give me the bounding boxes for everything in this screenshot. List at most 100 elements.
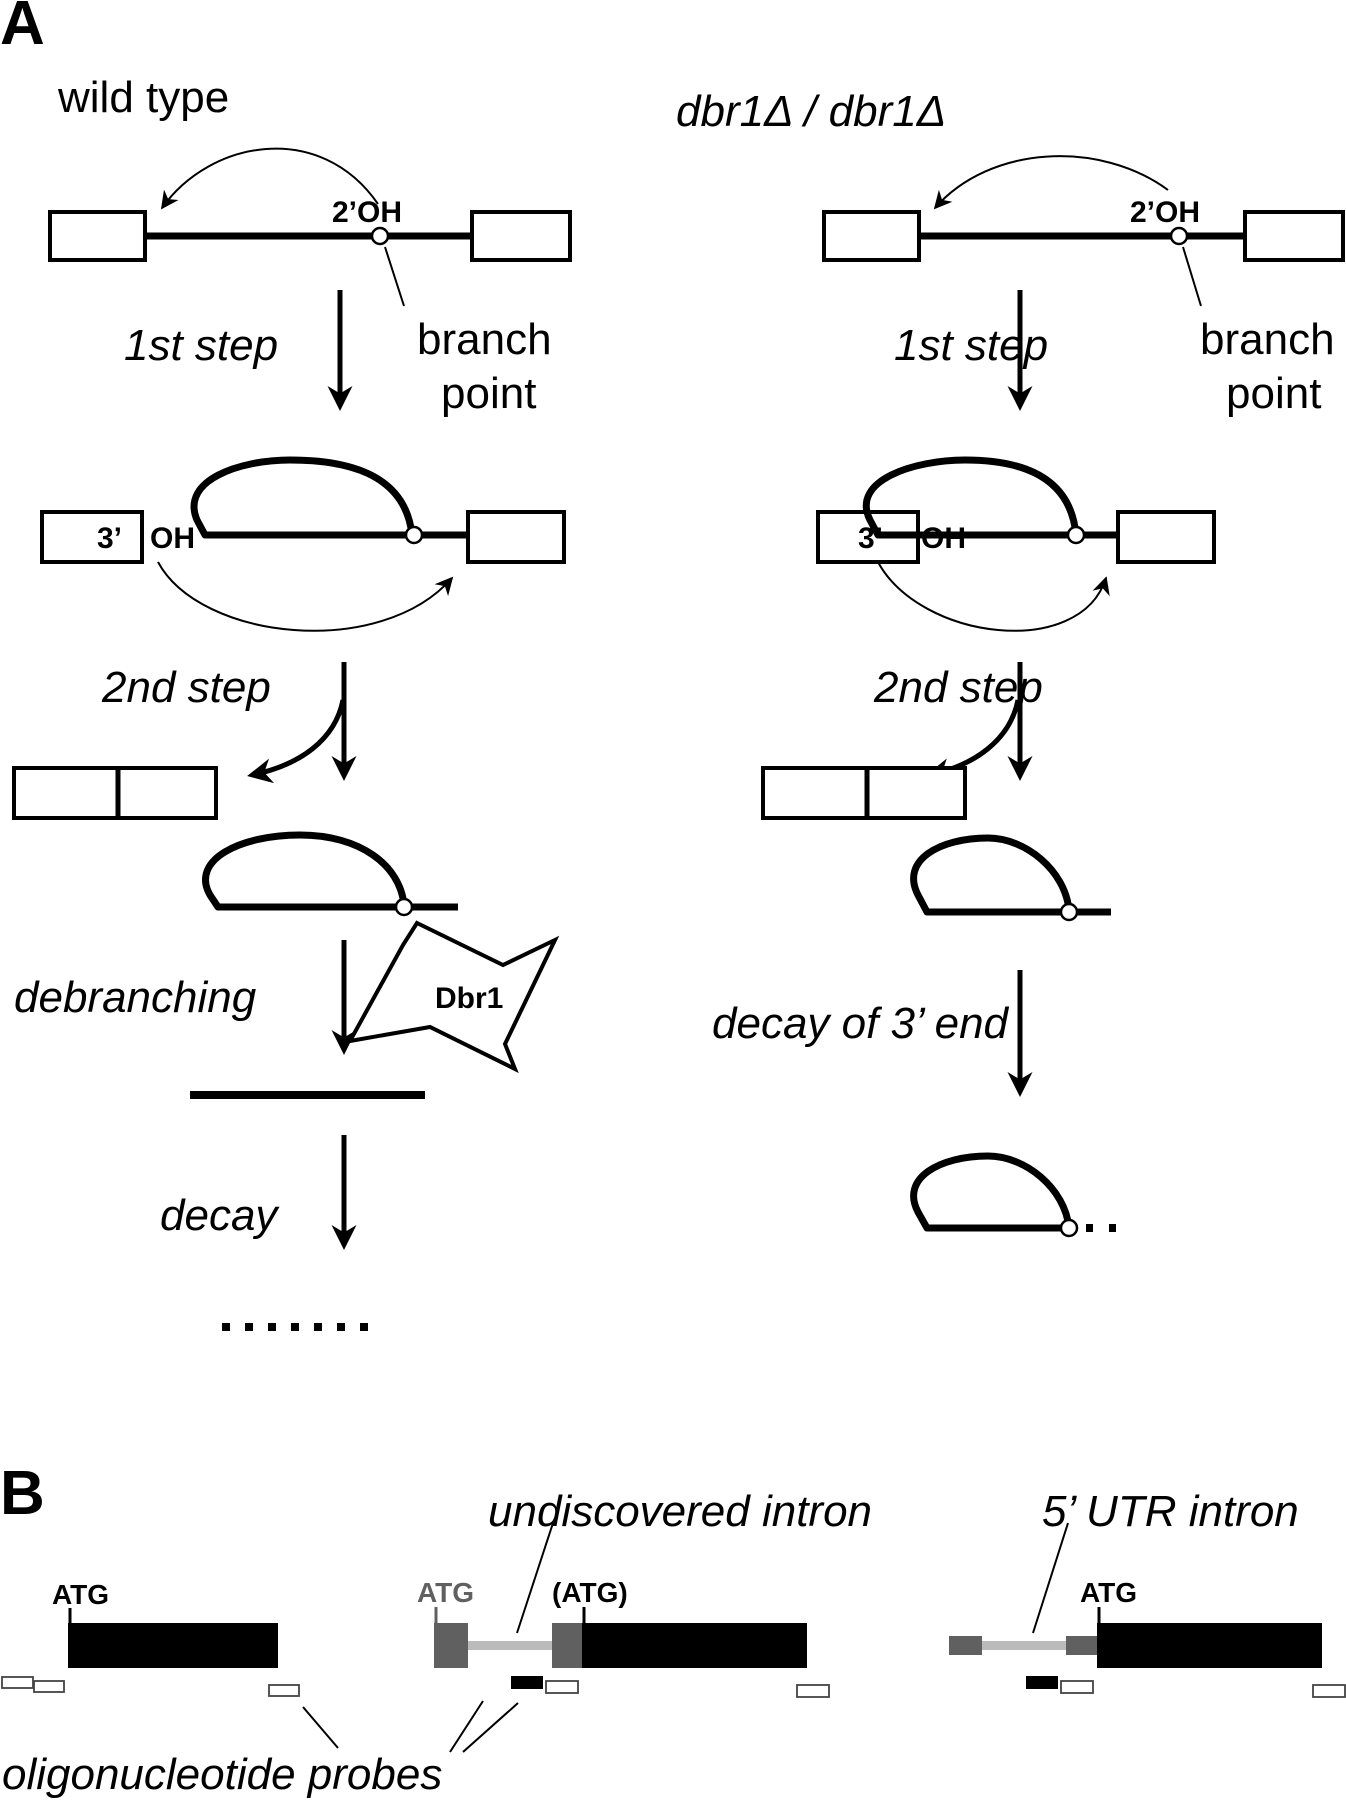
- exon-2: [865, 766, 967, 820]
- probe-open: [545, 1680, 579, 1694]
- mutant-column: dbr1Δ / dbr1Δ 2’OH branch point 1st step…: [676, 87, 1345, 1238]
- exon-2: [1116, 510, 1216, 564]
- gene-1-model: ATG: [1, 1579, 300, 1697]
- exon-2: [466, 510, 566, 564]
- undiscovered-intron-label: undiscovered intron: [488, 1487, 872, 1536]
- probe-open: [1, 1676, 34, 1689]
- branch-point-marker: [1059, 1218, 1079, 1238]
- branch-point-label-1: branch: [1200, 315, 1335, 364]
- utr-exon-1: [949, 1636, 982, 1655]
- branch-point-marker: [394, 897, 414, 917]
- dbr1-enzyme: Dbr1: [346, 920, 560, 1074]
- panel-a-letter: A: [0, 0, 45, 58]
- dbr1-star-icon: [346, 920, 560, 1074]
- intron-line: [468, 1641, 552, 1650]
- label-3prime: 3’: [97, 522, 122, 555]
- branch-point-marker: [404, 525, 424, 545]
- branch-point-marker: [1066, 525, 1086, 545]
- step1-label: 1st step: [124, 321, 278, 370]
- exon-2: [1243, 210, 1345, 262]
- atg-label: ATG: [1080, 1577, 1137, 1608]
- utr-intron-leader: [1032, 1522, 1069, 1634]
- lariat: [190, 456, 468, 539]
- atg-label: ATG: [52, 1579, 109, 1610]
- spliced-mrna-wt: [12, 766, 218, 820]
- step2-branch-arrow-icon: [247, 699, 346, 784]
- attack-arrow-2: [157, 561, 454, 632]
- atg-annotated-label: (ATG): [552, 1577, 628, 1608]
- branch-point-marker: [1169, 226, 1189, 246]
- branch-point-label-2: point: [1226, 369, 1321, 418]
- cds-block: [1097, 1623, 1322, 1668]
- intron-line: [982, 1641, 1066, 1650]
- branch-point-label-1: branch: [417, 315, 552, 364]
- utr-exon-2: [1066, 1636, 1097, 1655]
- lariat: [862, 456, 1120, 539]
- wild-type-column: wild type 2’OH branch point 1st step 3’ …: [12, 73, 572, 1331]
- branch-point-label-2: point: [441, 369, 536, 418]
- wild-type-title: wild type: [57, 73, 229, 122]
- dot: [222, 1323, 230, 1331]
- label-2oh: 2’OH: [332, 196, 402, 229]
- probe-open: [268, 1684, 300, 1697]
- utr-exon-2: [552, 1623, 582, 1668]
- exon-1: [12, 766, 120, 820]
- exon-2: [470, 210, 572, 262]
- utr-intron-label: 5’ UTR intron: [1042, 1487, 1299, 1536]
- lariat-product-wt: [202, 831, 458, 917]
- attack-arrow-1: [160, 147, 379, 210]
- decay-3end-label: decay of 3’ end: [712, 999, 1010, 1048]
- attack-arrow-2: [877, 561, 1110, 632]
- dot: [1109, 1224, 1116, 1232]
- degraded-lariat-mutant: [910, 1152, 1116, 1238]
- utr-exon-1: [434, 1623, 468, 1668]
- mutant-title: dbr1Δ / dbr1Δ: [676, 87, 946, 136]
- exon-1: [48, 210, 147, 262]
- label-oh: OH: [150, 522, 195, 555]
- branch-point-leader: [1182, 246, 1202, 307]
- dot: [291, 1323, 299, 1331]
- lariat: [910, 1152, 1073, 1232]
- step2-label: 2nd step: [101, 663, 271, 712]
- panel-b-letter: B: [0, 1459, 45, 1528]
- attack-arrow-1: [933, 155, 1169, 210]
- dot: [245, 1323, 253, 1331]
- lariat-intermediate-wt: 3’ OH: [40, 456, 566, 632]
- debranching-label: debranching: [14, 973, 257, 1022]
- gene-3-model: 5’ UTR intron ATG: [949, 1487, 1346, 1698]
- spliced-mrna-mutant: [761, 766, 967, 820]
- exon-2: [116, 766, 218, 820]
- dot: [337, 1323, 345, 1331]
- exon-1: [761, 766, 869, 820]
- pre-mrna-wt: 2’OH branch point: [48, 147, 572, 418]
- dot: [360, 1323, 368, 1331]
- decay-dots: [222, 1323, 368, 1331]
- step1-label: 1st step: [894, 321, 1048, 370]
- probe-filled: [511, 1676, 543, 1689]
- probe-leader: [462, 1702, 519, 1753]
- probe-leader: [302, 1706, 339, 1749]
- branch-point-leader: [384, 246, 405, 307]
- label-2oh: 2’OH: [1130, 196, 1200, 229]
- probe-open: [33, 1680, 65, 1693]
- probes-annotation: oligonucleotide probes: [2, 1700, 519, 1799]
- probe-open: [1312, 1684, 1346, 1698]
- cds-block: [582, 1623, 807, 1668]
- dot: [268, 1323, 276, 1331]
- exon-1: [40, 510, 144, 564]
- exon-1: [822, 210, 921, 262]
- pre-mrna-mutant: 2’OH branch point: [822, 155, 1345, 418]
- gene-2-model: ATG (ATG) undiscovered intron: [417, 1487, 872, 1698]
- decay-label: decay: [160, 1191, 280, 1240]
- probe-open: [1060, 1680, 1094, 1694]
- lariat-product-mutant: [910, 834, 1111, 922]
- lariat: [202, 831, 458, 911]
- undiscovered-intron-leader: [516, 1522, 554, 1634]
- lariat-intermediate-mutant: 3’ OH: [816, 456, 1216, 632]
- lariat: [910, 834, 1111, 916]
- probe-leader: [449, 1700, 484, 1753]
- branch-point-marker: [1059, 902, 1079, 922]
- probe-open: [796, 1684, 830, 1698]
- branch-point-marker: [370, 226, 390, 246]
